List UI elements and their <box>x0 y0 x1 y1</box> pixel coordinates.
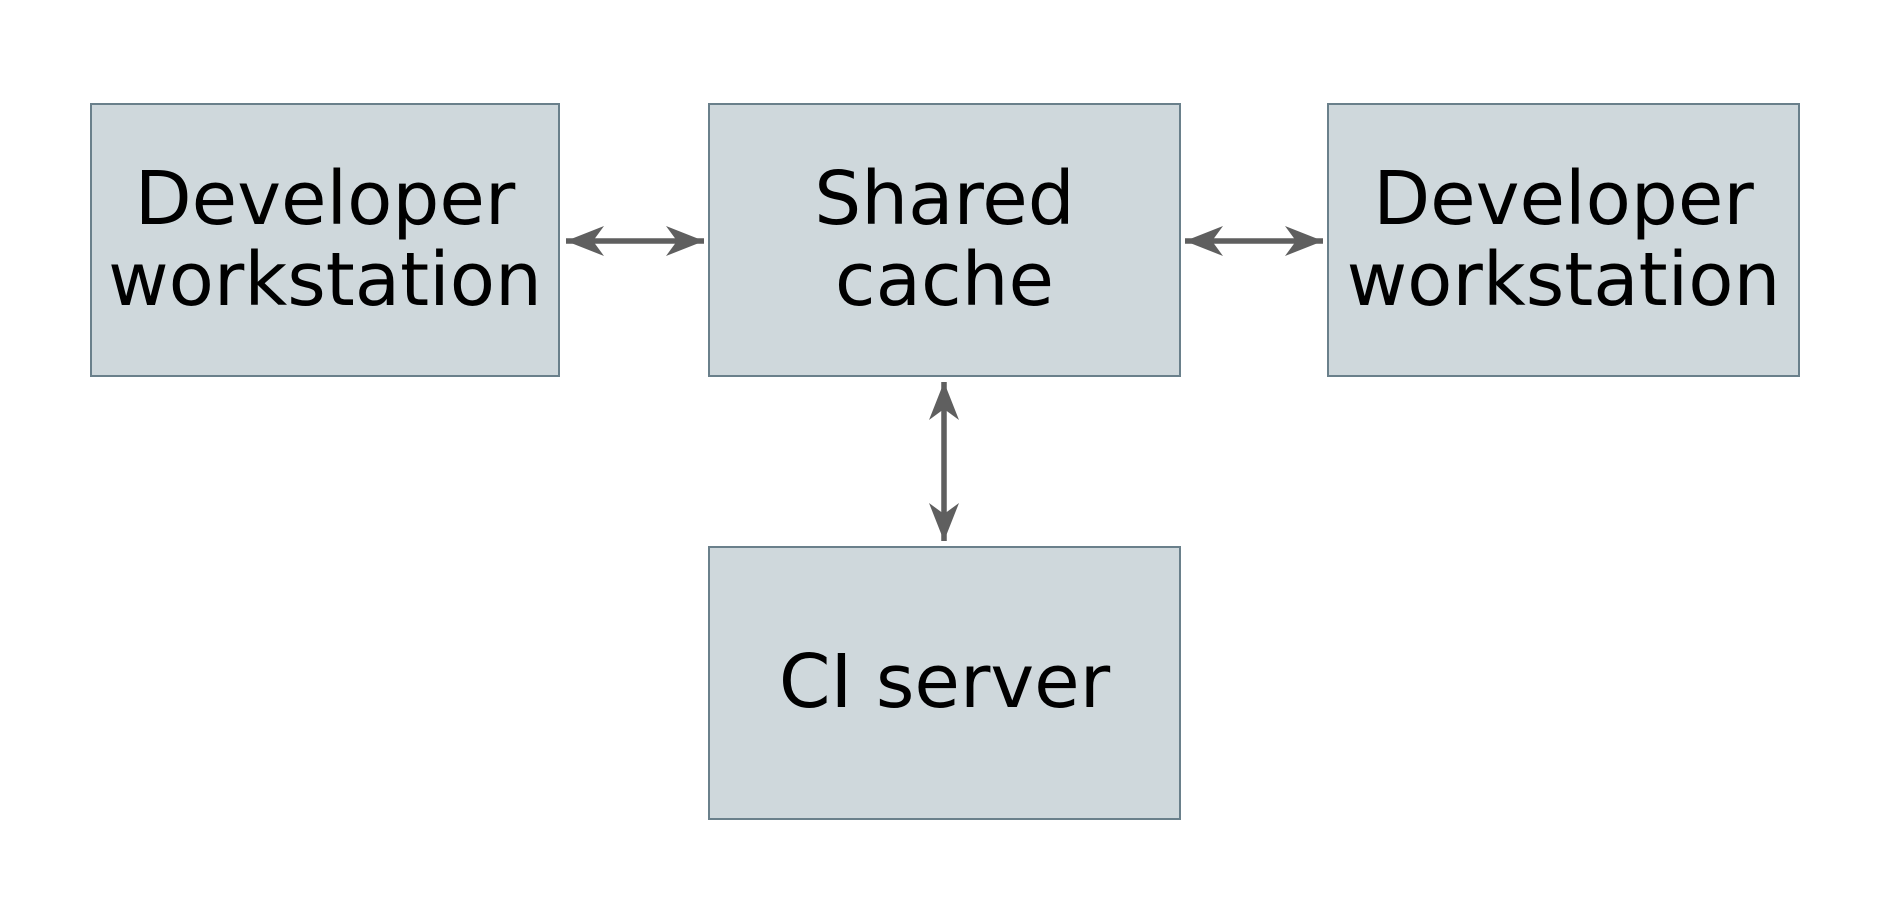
node-label-shared-cache: Shared cache <box>814 155 1075 323</box>
node-label-ci-server: CI server <box>778 639 1111 726</box>
node-developer-workstation-right: Developer workstation <box>1327 103 1800 377</box>
node-label-developer-workstation-left: Developer workstation <box>108 155 542 323</box>
node-developer-workstation-left: Developer workstation <box>90 103 560 377</box>
node-ci-server: CI server <box>708 546 1181 820</box>
node-shared-cache: Shared cache <box>708 103 1181 377</box>
node-label-developer-workstation-right: Developer workstation <box>1346 155 1781 323</box>
